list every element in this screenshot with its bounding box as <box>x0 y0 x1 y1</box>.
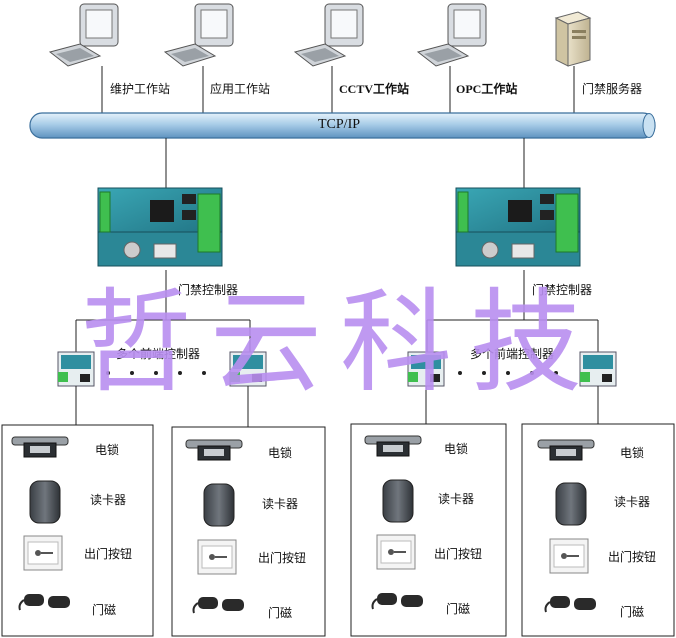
device-label-exit-button: 出门按钮 <box>608 550 657 564</box>
server-icon <box>554 11 592 67</box>
controller-label-left: 门禁控制器 <box>178 283 239 297</box>
door-sensor-icon <box>18 594 70 611</box>
computer-icon <box>163 3 234 67</box>
computer-icon <box>416 3 487 67</box>
controller-label-right: 门禁控制器 <box>532 283 593 297</box>
workstation-label-opc: OPC工作站 <box>456 82 518 96</box>
frontend-label-right: 多个前端控制器 <box>470 347 555 361</box>
bus-label: TCP/IP <box>318 117 361 132</box>
device-label-door-sensor: 门磁 <box>268 606 293 620</box>
device-label-exit-button: 出门按钮 <box>258 551 307 565</box>
card-reader-icon <box>555 482 587 526</box>
workstation-connectors <box>101 66 575 118</box>
exit-button-icon <box>549 538 589 574</box>
door-sensor-icon <box>544 596 596 613</box>
device-label-lock: 电锁 <box>95 443 120 457</box>
door-sensor-icon <box>371 593 423 610</box>
exit-button-icon <box>23 535 63 571</box>
frontend-controller <box>229 351 267 387</box>
card-reader-icon <box>382 479 414 523</box>
device-label-door-sensor: 门磁 <box>620 605 645 619</box>
access-controller-board <box>455 187 581 267</box>
card-reader-icon <box>203 483 235 527</box>
door-sensor-icon <box>192 597 244 614</box>
device-icons <box>11 435 596 614</box>
workstation-label-maintenance: 维护工作站 <box>110 82 171 96</box>
watermark-text: 哲云科技 <box>80 278 600 408</box>
device-label-reader: 读卡器 <box>614 495 651 509</box>
tcpip-bus <box>29 112 656 139</box>
frontend-label-left: 多个前端控制器 <box>116 347 201 361</box>
frontend-controller <box>579 351 617 387</box>
device-label-door-sensor: 门磁 <box>92 603 117 617</box>
device-label-reader: 读卡器 <box>90 493 127 507</box>
exit-button-icon <box>376 534 416 570</box>
electric-lock-icon <box>537 439 595 461</box>
electric-lock-icon <box>185 439 243 461</box>
computer-icon <box>48 3 119 67</box>
device-connectors <box>75 386 599 427</box>
workstation-label-cctv: CCTV工作站 <box>339 82 410 96</box>
computer-icon <box>293 3 364 67</box>
device-label-exit-button: 出门按钮 <box>84 547 133 561</box>
device-label-reader: 读卡器 <box>262 497 299 511</box>
device-label-door-sensor: 门磁 <box>446 602 471 616</box>
card-reader-icon <box>29 480 61 524</box>
workstation-label-application: 应用工作站 <box>210 82 271 96</box>
server-label: 门禁服务器 <box>582 82 643 96</box>
electric-lock-icon <box>364 435 422 457</box>
device-label-exit-button: 出门按钮 <box>434 547 483 561</box>
access-controller-board <box>97 187 223 267</box>
electric-lock-icon <box>11 436 69 458</box>
ellipsis-dots <box>106 371 558 375</box>
device-label-reader: 读卡器 <box>438 492 475 506</box>
device-label-lock: 电锁 <box>444 442 469 456</box>
device-label-lock: 电锁 <box>268 446 293 460</box>
device-label-lock: 电锁 <box>620 446 645 460</box>
controller-connectors <box>165 138 525 192</box>
frontend-bus-lines <box>75 270 599 352</box>
exit-button-icon <box>197 539 237 575</box>
